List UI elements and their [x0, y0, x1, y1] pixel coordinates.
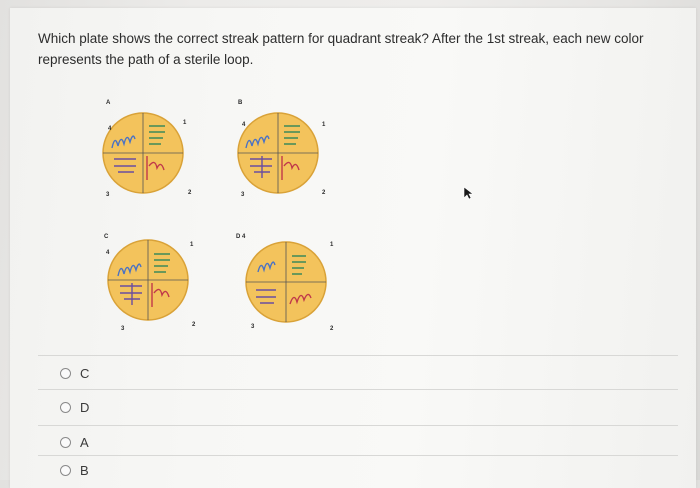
- option-label: A: [80, 434, 89, 450]
- radio-icon[interactable]: [60, 436, 71, 448]
- option-a[interactable]: A: [60, 432, 89, 452]
- plate-a-num-3: 3: [106, 192, 110, 198]
- plate-a: A 1 2 3 4: [102, 100, 192, 198]
- question-text: Which plate shows the correct streak pat…: [38, 31, 644, 67]
- option-b[interactable]: B: [60, 460, 89, 480]
- option-divider-4: [38, 455, 678, 456]
- option-label: D: [80, 399, 90, 415]
- streak-plates-figure: A 1 2 3 4 B: [86, 96, 346, 344]
- plate-b: B 1 2 3 4: [237, 100, 326, 198]
- plate-b-num-2: 2: [322, 190, 326, 196]
- plate-c-num-2: 2: [192, 322, 196, 328]
- plate-c-num-4: 4: [106, 250, 110, 256]
- plate-letter-d: D: [236, 234, 241, 240]
- plate-a-num-1: 1: [183, 120, 187, 126]
- option-label: C: [80, 365, 90, 381]
- plate-b-num-3: 3: [241, 192, 245, 198]
- plate-letter-c: C: [104, 234, 109, 240]
- plate-letter-b: B: [238, 100, 243, 106]
- plate-d-num-4: 4: [242, 234, 246, 240]
- option-divider-1: [38, 355, 678, 356]
- option-divider-2: [38, 389, 678, 390]
- plate-d-num-2: 2: [330, 326, 334, 332]
- option-d[interactable]: D: [60, 397, 89, 417]
- radio-icon[interactable]: [60, 401, 71, 413]
- plate-b-num-1: 1: [322, 122, 326, 128]
- radio-icon[interactable]: [60, 464, 71, 476]
- plate-a-num-2: 2: [188, 190, 192, 196]
- plate-c-num-3: 3: [121, 326, 125, 332]
- plate-letter-a: A: [106, 100, 111, 106]
- plate-d-num-3: 3: [251, 324, 255, 330]
- mouse-cursor-icon: [463, 186, 477, 205]
- option-c[interactable]: C: [60, 363, 89, 383]
- option-label: B: [80, 462, 89, 478]
- radio-icon[interactable]: [60, 367, 71, 379]
- option-divider-3: [38, 425, 678, 426]
- plate-d: D 4 1 2 3: [236, 234, 334, 332]
- plate-b-num-4: 4: [242, 122, 246, 128]
- plate-c-num-1: 1: [190, 242, 194, 248]
- plate-a-num-4: 4: [108, 126, 112, 132]
- plates-svg: A 1 2 3 4 B: [102, 100, 334, 332]
- question-card: Which plate shows the correct streak pat…: [10, 8, 696, 488]
- plate-c: C 1 2 3 4: [104, 234, 196, 332]
- plate-d-num-1: 1: [330, 242, 334, 248]
